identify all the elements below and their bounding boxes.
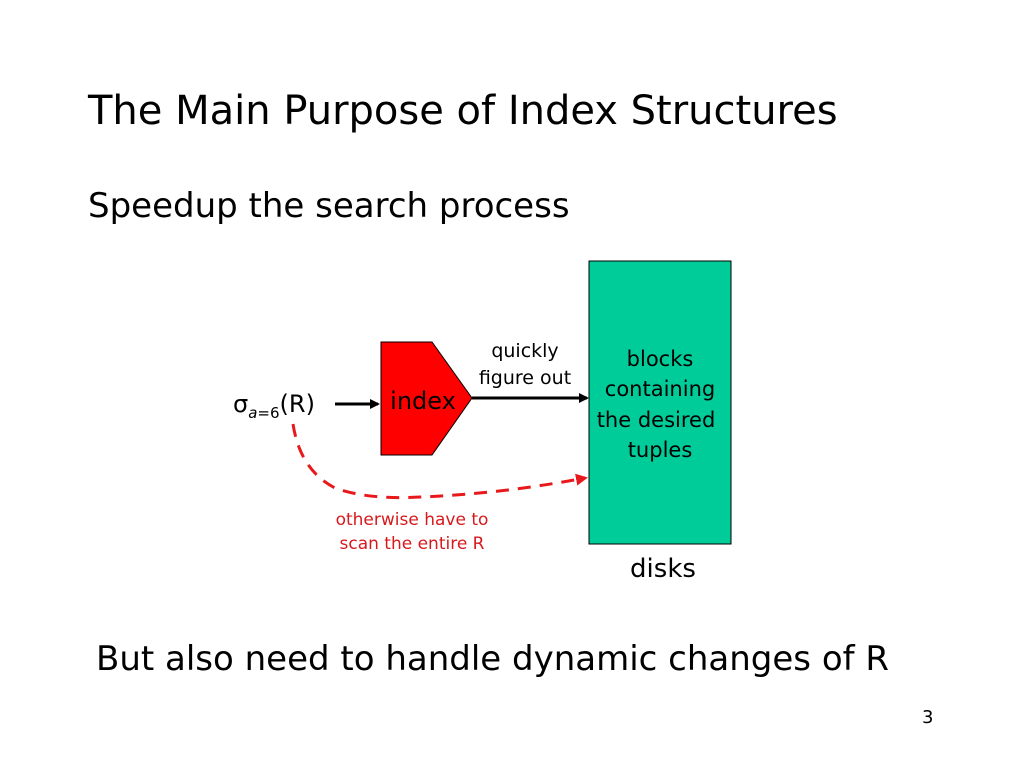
quickly-label: quickly — [491, 340, 558, 362]
query-subscript-rest: =6 — [257, 404, 279, 422]
sigma-symbol: σ — [233, 390, 248, 418]
figure-out-label: figure out — [479, 367, 571, 389]
otherwise-label-line-2: scan the entire R — [339, 534, 484, 554]
blocks-label-line-3: the desired — [597, 408, 716, 432]
page-number: 3 — [922, 707, 934, 728]
otherwise-label-line-1: otherwise have to — [336, 510, 489, 530]
footer-statement: But also need to handle dynamic changes … — [96, 639, 890, 679]
slide-subtitle: Speedup the search process — [88, 186, 570, 226]
query-label: σa=6(R) — [233, 390, 315, 422]
index-shape — [380, 341, 473, 456]
blocks-label-line-4: tuples — [628, 438, 693, 462]
query-subscript-attr: a — [248, 404, 257, 422]
query-relation: (R) — [280, 390, 315, 418]
disks-label: disks — [630, 554, 696, 584]
blocks-label-line-1: blocks — [627, 347, 694, 371]
disk-blocks-box — [588, 260, 732, 545]
blocks-label-line-2: containing — [605, 377, 715, 401]
index-label: index — [390, 387, 456, 415]
scan-dashed-arrow — [291, 423, 588, 500]
slide-title: The Main Purpose of Index Structures — [88, 88, 838, 134]
